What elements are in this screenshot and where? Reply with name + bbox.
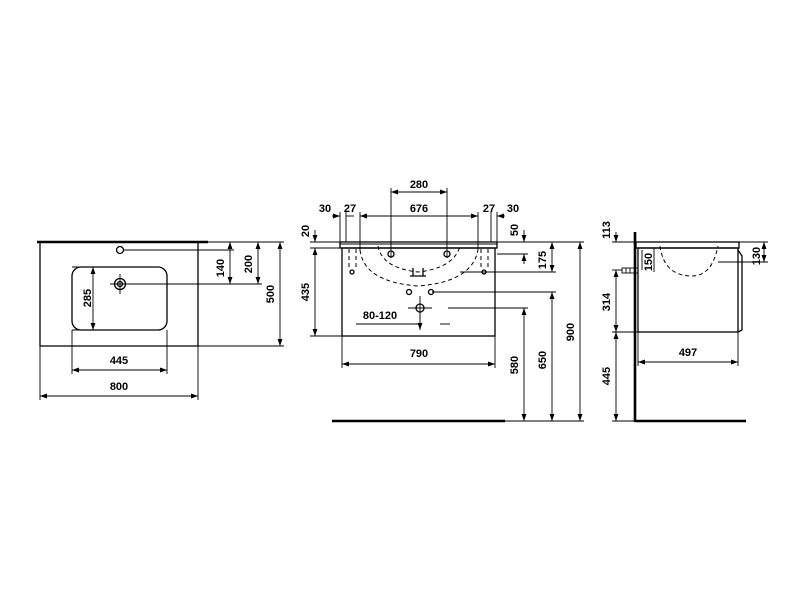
side-countertop bbox=[635, 241, 740, 249]
side-cabinet bbox=[637, 247, 739, 333]
top-view: 800 445 285 140 200 500 bbox=[37, 240, 284, 400]
dim-label-280: 280 bbox=[410, 179, 428, 191]
dim-label-130: 130 bbox=[751, 247, 763, 265]
front-bowl-hidden bbox=[377, 245, 461, 273]
top-view-outline bbox=[39, 243, 199, 347]
dim-label-500: 500 bbox=[265, 285, 277, 303]
dim-label-30-right: 30 bbox=[507, 203, 519, 215]
tap-hole bbox=[115, 245, 125, 255]
basin-outline bbox=[71, 266, 168, 331]
dim-label-445: 445 bbox=[110, 355, 128, 367]
dim-label-113: 113 bbox=[601, 221, 613, 239]
front-drain-pipe bbox=[410, 268, 426, 277]
dim-label-30-left: 30 bbox=[319, 203, 331, 215]
dim-label-27-right: 27 bbox=[483, 203, 495, 215]
dim-label-676: 676 bbox=[410, 203, 428, 215]
dim-label-314: 314 bbox=[601, 292, 613, 311]
dim-label-175: 175 bbox=[537, 251, 549, 269]
front-countertop bbox=[339, 241, 498, 249]
dim-label-800: 800 bbox=[110, 381, 128, 393]
dim-label-150: 150 bbox=[643, 253, 655, 271]
side-bowl-hidden bbox=[659, 245, 719, 277]
front-view: 280 676 30 27 27 30 20 435 80-120 790 bbox=[300, 179, 584, 423]
dim-label-497: 497 bbox=[679, 347, 697, 359]
dim-label-650: 650 bbox=[537, 351, 549, 369]
dim-label-900: 900 bbox=[565, 323, 577, 341]
dim-label-50: 50 bbox=[509, 224, 521, 236]
dim-label-790: 790 bbox=[410, 348, 428, 360]
dim-label-20: 20 bbox=[300, 225, 312, 237]
front-waste-hole-left bbox=[405, 288, 413, 296]
dim-label-27-left: 27 bbox=[344, 203, 356, 215]
dim-label-445-side: 445 bbox=[601, 367, 613, 385]
dim-label-285: 285 bbox=[82, 289, 94, 307]
dim-label-435: 435 bbox=[300, 283, 312, 301]
dim-label-80-120: 80-120 bbox=[363, 310, 397, 322]
dim-label-200: 200 bbox=[243, 255, 255, 273]
side-view: 113 150 130 314 445 497 bbox=[601, 221, 768, 423]
front-bowl-outer-hidden bbox=[359, 249, 479, 287]
dim-label-580: 580 bbox=[509, 356, 521, 374]
dim-label-140: 140 bbox=[215, 259, 227, 277]
